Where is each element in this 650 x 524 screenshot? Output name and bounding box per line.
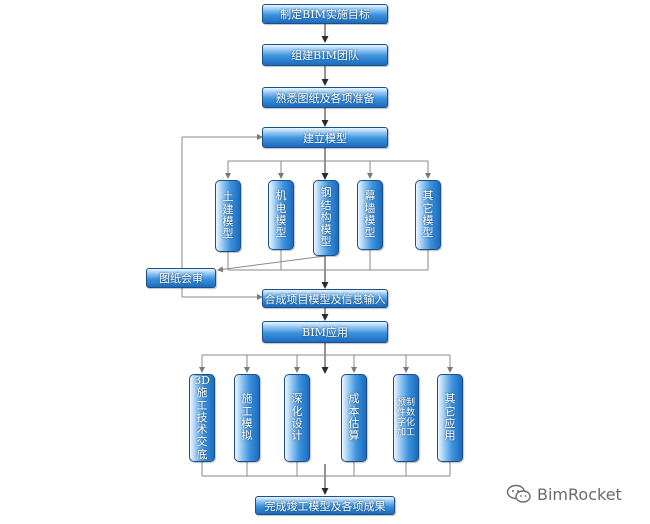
step-drawing-review: 图纸会审 xyxy=(146,268,216,288)
app-construction-simulation: 施工模拟 xyxy=(234,374,260,462)
model-mep-label: 机电模型 xyxy=(275,189,287,240)
app-detailed-design: 深化设计 xyxy=(284,374,310,462)
app-detailed-design-label: 深化设计 xyxy=(291,392,303,443)
model-other-label: 其它模型 xyxy=(422,189,434,240)
app-other: 其它应用 xyxy=(437,374,463,462)
watermark: BimRocket xyxy=(506,484,622,504)
model-other: 其它模型 xyxy=(415,180,441,250)
step-bim-application: BIM应用 xyxy=(262,321,388,343)
model-curtain-wall: 幕墙模型 xyxy=(357,180,383,250)
step-build-team: 组建BIM团队 xyxy=(262,44,388,66)
step-completion: 完成竣工模型及各项成果 xyxy=(255,496,395,515)
app-other-label: 其它应用 xyxy=(444,392,456,443)
wechat-icon xyxy=(506,484,531,503)
app-prefab-digital-processing-label: 预制件数字化加工 xyxy=(396,397,415,439)
app-cost-estimate-label: 成本估算 xyxy=(348,392,360,443)
step-merge-model: 合成项目模型及信息输入 xyxy=(262,289,388,308)
app-prefab-digital-processing: 预制件数字化加工 xyxy=(393,374,419,462)
model-civil: 土建模型 xyxy=(215,180,241,252)
step-set-goals: 制定BIM实施目标 xyxy=(262,4,388,24)
app-construction-simulation-label: 施工模拟 xyxy=(241,392,253,443)
app-cost-estimate: 成本估算 xyxy=(341,374,367,462)
step-prepare: 熟悉图纸及各项准备 xyxy=(262,87,388,108)
app-3d-briefing-label: 3D施工技术交底 xyxy=(194,373,210,461)
model-steel: 钢结构模型 xyxy=(313,180,339,256)
app-3d-briefing: 3D施工技术交底 xyxy=(189,374,215,462)
watermark-text: BimRocket xyxy=(537,484,622,504)
model-steel-label: 钢结构模型 xyxy=(320,186,332,249)
step-build-model: 建立模型 xyxy=(262,127,388,148)
model-curtain-wall-label: 幕墙模型 xyxy=(364,189,376,240)
model-mep: 机电模型 xyxy=(268,180,294,250)
model-civil-label: 土建模型 xyxy=(222,190,234,241)
